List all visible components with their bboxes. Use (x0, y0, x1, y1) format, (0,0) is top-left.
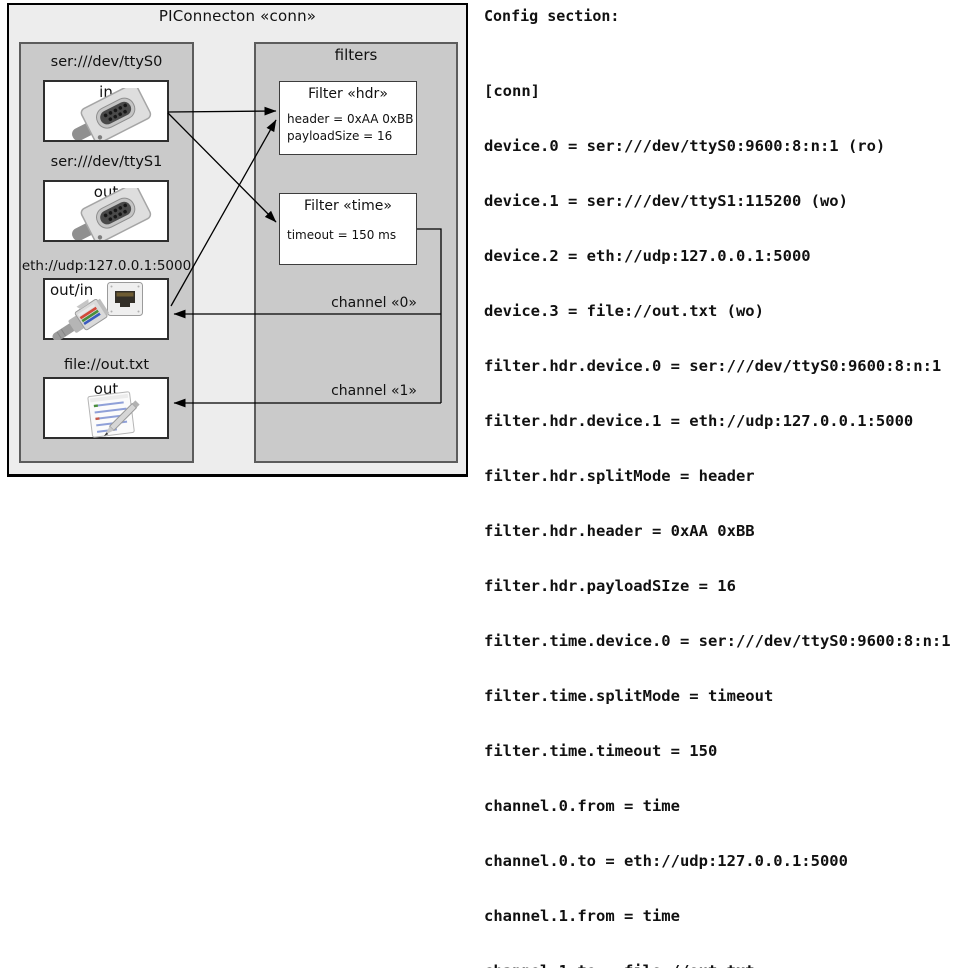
channel-1-label: channel «1» (331, 383, 417, 399)
device-0-box: in (43, 80, 169, 142)
filter-time-box: Filter «time» timeout = 150 ms (279, 193, 417, 265)
config-line: filter.hdr.header = 0xAA 0xBB (484, 521, 755, 540)
config-line: device.1 = ser:///dev/ttyS1:115200 (wo) (484, 191, 848, 210)
config-line: filter.hdr.payloadSIze = 16 (484, 576, 736, 595)
config-line: filter.hdr.splitMode = header (484, 466, 755, 485)
notepad-icon (87, 391, 140, 438)
device-3-uri-label: file://out.txt (63, 357, 150, 373)
config-line: device.3 = file://out.txt (wo) (484, 301, 764, 320)
ethernet-plug-icon (52, 298, 110, 340)
filter-hdr-box: Filter «hdr» header = 0xAA 0xBB payloadS… (279, 81, 417, 155)
config-line: filter.time.splitMode = timeout (484, 687, 774, 706)
config-line: filter.time.device.0 = ser:///dev/ttyS0:… (484, 632, 951, 650)
config-line: filter.hdr.device.1 = eth://udp:127.0.0.… (484, 411, 914, 430)
pencil-icon (103, 400, 140, 437)
ethernet-jack-icon (107, 282, 143, 316)
device-0-uri-label: ser:///dev/ttyS0 (50, 54, 163, 70)
config-line: device.2 = eth://udp:127.0.0.1:5000 (484, 246, 811, 265)
device-2-uri-label: eth://udp:127.0.0.1:5000 (21, 258, 192, 274)
device-2-box: out/in (43, 278, 169, 340)
filter-hdr-property-header: header = 0xAA 0xBB (287, 112, 414, 126)
channel-0-label: channel «0» (331, 295, 417, 311)
config-line: channel.0.from = time (484, 797, 680, 816)
filter-hdr-property-payloadsize: payloadSize = 16 (287, 128, 393, 143)
filter-time-title: Filter «time» (304, 198, 392, 214)
config-line: [conn] (484, 81, 540, 100)
serial-connector-icon (72, 88, 152, 140)
device-3-box: out (43, 377, 169, 439)
config-line: channel.1.from = time (484, 907, 680, 926)
filter-time-property-timeout: timeout = 150 ms (287, 228, 397, 242)
config-line: filter.time.timeout = 150 (484, 742, 718, 761)
serial-connector-icon (72, 188, 152, 240)
diagram-canvas: PIConnecton «conn» filters ser:///dev/tt… (7, 3, 951, 968)
config-heading: Config section: (484, 7, 620, 25)
device-1-uri-label: ser:///dev/ttyS1 (50, 154, 163, 170)
config-line: filter.hdr.device.0 = ser:///dev/ttyS0:9… (484, 356, 942, 375)
config-block: [conn] device.0 = ser:///dev/ttyS0:9600:… (484, 45, 951, 968)
device-1-box: out (43, 180, 169, 242)
filters-panel-title: filters (334, 46, 378, 64)
config-line: channel.0.to = eth://udp:127.0.0.1:5000 (484, 852, 848, 871)
device-2-direction: out/in (50, 281, 94, 299)
config-line: channel.1.to = file://out.txt (484, 962, 951, 968)
connection-title: PIConnecton «conn» (158, 7, 317, 25)
filter-hdr-title: Filter «hdr» (308, 86, 388, 102)
config-line: device.0 = ser:///dev/ttyS0:9600:8:n:1 (… (484, 136, 886, 155)
